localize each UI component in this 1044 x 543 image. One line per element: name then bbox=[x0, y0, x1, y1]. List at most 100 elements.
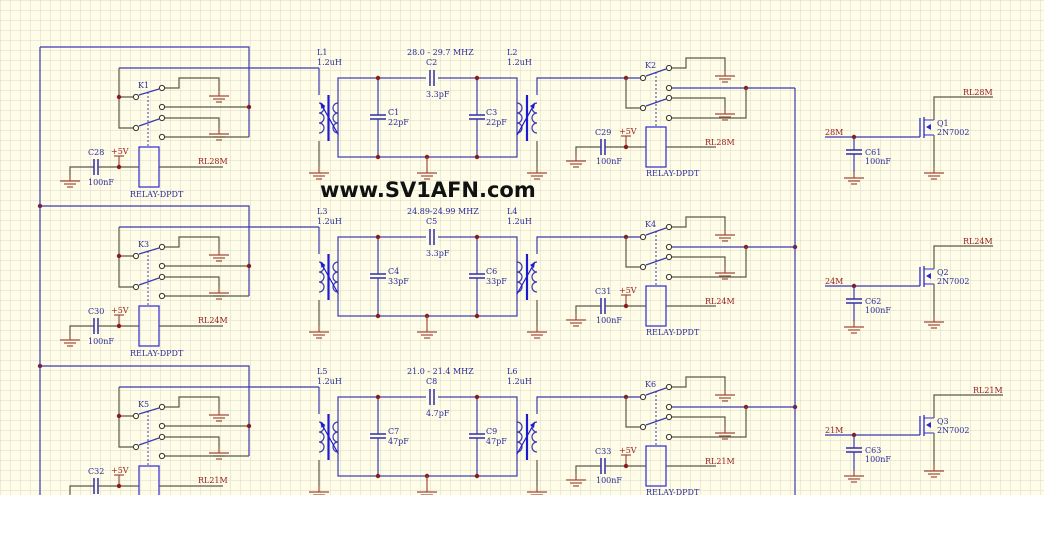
wire bbox=[165, 236, 220, 249]
wire bbox=[165, 396, 220, 409]
ground-icon bbox=[566, 474, 586, 487]
wire bbox=[625, 78, 640, 109]
supply-label: +5V bbox=[111, 147, 129, 156]
relay-contact bbox=[639, 393, 647, 401]
net-label: 24M bbox=[825, 277, 843, 286]
capacitor-ref: C28 bbox=[88, 148, 104, 157]
mosfet-part: 2N7002 bbox=[937, 426, 969, 435]
switch-arm bbox=[645, 257, 667, 266]
capacitor-value: 47pF bbox=[486, 437, 507, 446]
capacitor-ref: C2 bbox=[426, 58, 437, 67]
relay-contact bbox=[158, 262, 166, 270]
wire bbox=[118, 68, 136, 129]
mosfet-arrow bbox=[926, 273, 931, 279]
relay-type: RELAY-DPDT bbox=[646, 169, 700, 178]
tuning-arrowhead bbox=[530, 103, 535, 109]
capacitor-value: 22pF bbox=[388, 118, 409, 127]
mosfet-ref: Q3 bbox=[937, 417, 949, 426]
supply-label: +5V bbox=[619, 286, 637, 295]
junction-dot bbox=[474, 234, 480, 240]
junction-dot bbox=[375, 313, 381, 319]
mosfet-arrow bbox=[926, 422, 931, 428]
relay-contact bbox=[639, 233, 647, 241]
wire bbox=[165, 276, 220, 287]
capacitor-value: 33pF bbox=[388, 277, 409, 286]
ground-icon bbox=[566, 314, 586, 327]
ground-icon bbox=[527, 326, 547, 339]
junction-dot bbox=[474, 394, 480, 400]
ground-icon bbox=[924, 316, 944, 329]
tuning-arrow bbox=[319, 261, 340, 295]
mosfet-part: 2N7002 bbox=[937, 128, 969, 137]
wire bbox=[933, 394, 1003, 418]
wire bbox=[118, 227, 136, 288]
wire bbox=[575, 146, 601, 155]
capacitor-ref: C62 bbox=[865, 297, 881, 306]
relay-type: RELAY-DPDT bbox=[646, 488, 700, 497]
switch-arm bbox=[138, 407, 160, 415]
junction-dot bbox=[623, 144, 629, 150]
tunable-inductor-icon bbox=[516, 254, 538, 300]
tuning-arrowhead bbox=[530, 422, 535, 428]
relay-contact bbox=[158, 273, 166, 281]
junction-dot bbox=[116, 413, 122, 419]
relay-contact bbox=[158, 292, 166, 300]
ground-icon bbox=[844, 470, 864, 483]
tuning-arrowhead bbox=[320, 262, 326, 268]
inductor-ref: L4 bbox=[507, 207, 517, 216]
switch-arm bbox=[138, 118, 160, 127]
inductor-value: 1.2uH bbox=[507, 58, 532, 67]
relay-contact bbox=[158, 133, 166, 141]
capacitor-ref: C63 bbox=[865, 446, 881, 455]
inductor-value: 1.2uH bbox=[507, 377, 532, 386]
cap-gap bbox=[426, 231, 438, 243]
relay-contact bbox=[665, 273, 673, 281]
relay-contact bbox=[665, 114, 673, 122]
relay-contact bbox=[158, 103, 166, 111]
capacitor-ref: C1 bbox=[388, 108, 399, 117]
mosfet-icon bbox=[919, 266, 934, 287]
capacitor-ref: C33 bbox=[595, 447, 611, 456]
wire bbox=[672, 376, 726, 389]
tuning-arrow bbox=[516, 421, 536, 455]
ground-icon bbox=[60, 334, 80, 347]
inductor-coil bbox=[332, 421, 339, 453]
tunable-inductor-icon bbox=[318, 414, 340, 460]
capacitor-value: 22pF bbox=[486, 118, 507, 127]
relay-contact bbox=[639, 104, 647, 112]
ground-icon bbox=[209, 90, 229, 103]
capacitor-value: 100nF bbox=[596, 157, 622, 166]
junction-dot bbox=[474, 313, 480, 319]
wire bbox=[165, 436, 220, 447]
wire bbox=[625, 397, 640, 428]
capacitor-ref: C31 bbox=[595, 287, 611, 296]
cap-gap bbox=[426, 72, 438, 84]
relay-contact bbox=[158, 403, 166, 411]
inductor-coil bbox=[516, 102, 523, 134]
junction-dot bbox=[116, 94, 122, 100]
capacitor-value: 100nF bbox=[88, 178, 114, 187]
relay-contact bbox=[158, 84, 166, 92]
junction-dot bbox=[474, 154, 480, 160]
tuning-arrowhead bbox=[320, 103, 326, 109]
relay-type: RELAY-DPDT bbox=[130, 190, 184, 199]
net-label: RL21M bbox=[973, 386, 1003, 395]
supply-label: +5V bbox=[111, 306, 129, 315]
net-label: RL24M bbox=[705, 297, 735, 306]
capacitor-ref: C30 bbox=[88, 307, 104, 316]
inductor-coil bbox=[516, 421, 523, 453]
wire bbox=[672, 416, 726, 427]
ground-icon bbox=[69, 494, 71, 495]
relay-contact bbox=[132, 252, 140, 260]
relay-contact bbox=[665, 403, 673, 411]
relay-contact bbox=[665, 383, 673, 391]
wire bbox=[575, 305, 601, 314]
wire bbox=[536, 396, 643, 414]
net-label: RL21M bbox=[705, 457, 735, 466]
relay-contact bbox=[132, 93, 140, 101]
junction-dot bbox=[116, 164, 122, 170]
watermark: www.SV1AFN.com bbox=[320, 178, 536, 202]
tuning-arrow bbox=[516, 261, 536, 295]
ground-icon bbox=[209, 249, 229, 262]
relay-contact bbox=[158, 433, 166, 441]
